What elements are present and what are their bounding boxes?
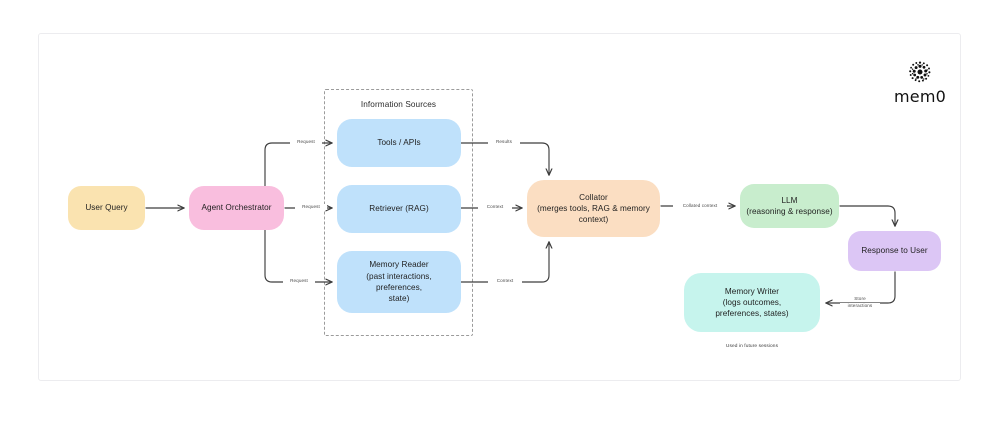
information-sources-group bbox=[324, 89, 473, 336]
node-llm-line2: (reasoning & response) bbox=[746, 207, 833, 216]
edge-label-store-interactions-line1: Store bbox=[840, 296, 880, 302]
edge-label-orchestrator-to-tools: Request bbox=[290, 139, 322, 145]
node-tools-apis-label: Tools / APIs bbox=[377, 138, 421, 148]
edge-label-retriever-to-collator: Context bbox=[478, 204, 512, 210]
node-retriever-rag-label: Retriever (RAG) bbox=[369, 204, 429, 214]
node-agent-orchestrator-label: Agent Orchestrator bbox=[201, 203, 272, 213]
information-sources-label: Information Sources bbox=[360, 100, 437, 109]
node-collator-line3: context) bbox=[578, 215, 609, 225]
node-user-query[interactable]: User Query bbox=[68, 186, 145, 230]
node-memory-writer-line2: (logs outcomes, bbox=[722, 297, 782, 307]
node-memory-reader-line2: (past interactions, preferences, bbox=[366, 271, 432, 292]
edge-label-tools-to-collator: Results bbox=[488, 139, 520, 145]
node-response-to-user-label: Response to User bbox=[861, 246, 928, 256]
edge-label-collator-to-llm: Collated context bbox=[673, 203, 727, 209]
edge-label-store-interactions-line2: interactions bbox=[840, 303, 880, 309]
node-llm-line1: LLM bbox=[781, 195, 798, 205]
node-collator-line2: (merges tools, RAG & memory bbox=[537, 203, 650, 213]
node-agent-orchestrator[interactable]: Agent Orchestrator bbox=[189, 186, 284, 230]
caption-used-in-future-sessions: Used in future sessions bbox=[725, 344, 779, 349]
edge-label-orchestrator-to-retriever: Request bbox=[295, 204, 327, 210]
node-user-query-label: User Query bbox=[85, 203, 128, 213]
mem0-dot-circle-logo-icon bbox=[909, 61, 931, 83]
node-memory-writer-line1: Memory Writer bbox=[724, 286, 780, 296]
node-memory-reader[interactable]: Memory Reader (past interactions, prefer… bbox=[337, 251, 461, 313]
node-memory-writer-line3: preferences, states) bbox=[715, 309, 789, 319]
node-response-to-user[interactable]: Response to User bbox=[848, 231, 941, 271]
node-tools-apis[interactable]: Tools / APIs bbox=[337, 119, 461, 167]
edge-label-memory-reader-to-collator: Context bbox=[488, 278, 522, 284]
edge-label-orchestrator-to-memory-reader: Request bbox=[283, 278, 315, 284]
node-memory-writer[interactable]: Memory Writer (logs outcomes, preference… bbox=[684, 273, 820, 332]
node-memory-reader-line1: Memory Reader bbox=[369, 260, 429, 270]
node-llm[interactable]: LLM (reasoning & response) bbox=[740, 184, 839, 228]
node-collator[interactable]: Collator (merges tools, RAG & memory con… bbox=[527, 180, 660, 237]
node-memory-reader-line3: state) bbox=[388, 294, 410, 304]
node-collator-line1: Collator bbox=[579, 192, 608, 202]
mem0-logo: mem0 bbox=[885, 58, 955, 106]
mem0-logo-text: mem0 bbox=[894, 87, 946, 106]
node-retriever-rag[interactable]: Retriever (RAG) bbox=[337, 185, 461, 233]
